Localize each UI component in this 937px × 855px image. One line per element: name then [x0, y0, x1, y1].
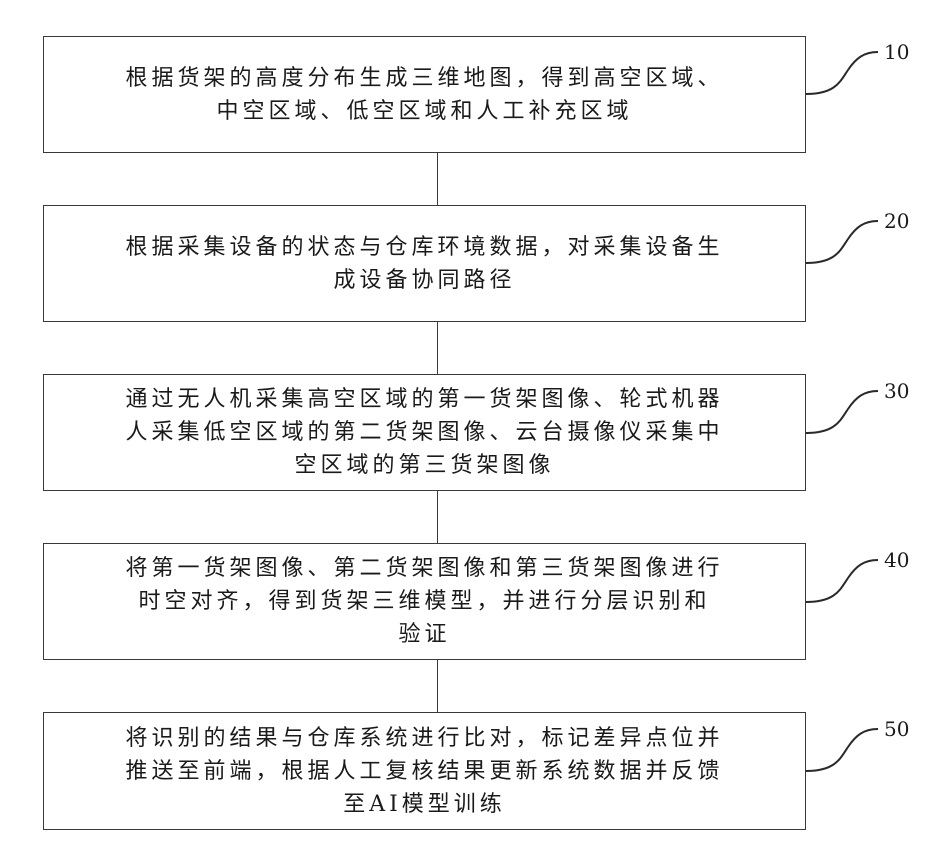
ref-label-50: 50: [884, 717, 909, 741]
leader-curve-40: [806, 560, 878, 602]
ref-label-30: 30: [884, 379, 909, 403]
leader-curve-10: [806, 52, 878, 94]
ref-label-20: 20: [884, 209, 909, 233]
leader-curve-30: [806, 391, 878, 433]
ref-label-10: 10: [884, 40, 909, 64]
leader-curve-50: [806, 729, 878, 771]
leader-curve-20: [806, 221, 878, 263]
ref-label-40: 40: [884, 548, 909, 572]
